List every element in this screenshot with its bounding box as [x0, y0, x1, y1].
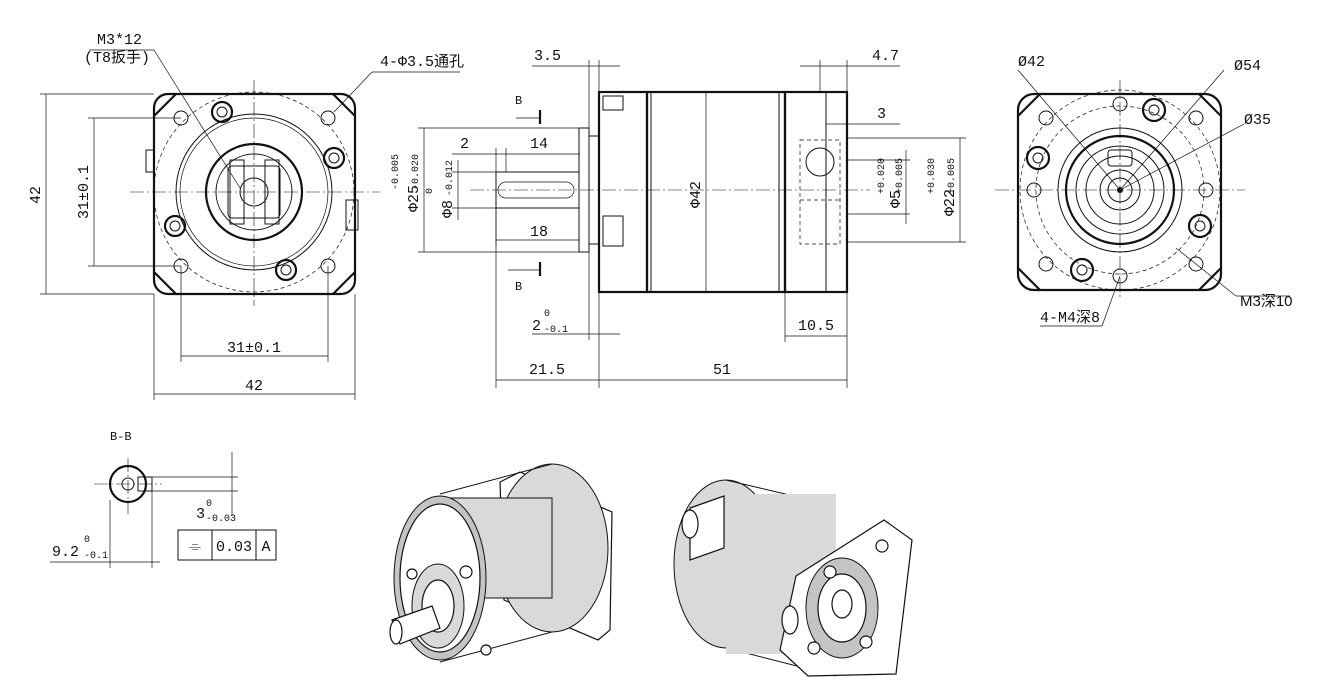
dim-flange-tol-lower: -0.1 [544, 325, 568, 336]
side-view: B B 3.5 4.7 3 2 14 18 Φ25 -0.005 -0.020 [391, 48, 966, 388]
dia-42: Ø42 [1018, 54, 1045, 71]
dim-flange: 2 [532, 318, 541, 335]
callout-m3: M3深10 [1240, 293, 1293, 310]
section-view: B-B 3 0 -0.03 9.2 0 -0.1 ⌯ 0.03 A [50, 430, 277, 568]
dim-3-5: 3.5 [534, 48, 561, 65]
dia-54: Ø54 [1234, 58, 1261, 75]
dim-height: 42 [28, 186, 45, 204]
dia-35: Ø35 [1244, 112, 1271, 129]
dia-bore-tol-upper: +0.020 [877, 158, 888, 194]
dia-bore-tol-lower: +0.005 [895, 158, 906, 194]
dia-shaft-tol-lower: -0.012 [445, 160, 456, 196]
callout-wrench: (T8扳手) [84, 49, 150, 67]
dia-recess-tol-lower: +0.005 [947, 158, 958, 194]
dia-shaft-tol-upper: 0 [425, 188, 436, 194]
front-view: M3*12 (T8扳手) 4-Φ3.5通孔 42 31±0.1 31±0.1 4… [28, 32, 464, 400]
key-dim: 3 [196, 506, 205, 523]
dim-4-7: 4.7 [872, 48, 899, 65]
callout-m4: 4-M4深8 [1040, 309, 1100, 327]
flat-dim-tol-upper: 0 [84, 535, 90, 546]
dim-14: 14 [530, 136, 548, 153]
section-title: B-B [110, 430, 132, 444]
callout-screw: M3*12 [97, 32, 142, 49]
dim-51: 51 [713, 362, 731, 379]
dia-body: Φ42 [688, 181, 705, 208]
dim-2: 2 [460, 136, 469, 153]
dia-pilot: Φ25 [406, 185, 423, 212]
key-dim-tol-lower: -0.03 [206, 514, 236, 525]
isometric-view-shaft-side [389, 463, 613, 663]
section-b-top: B [515, 94, 522, 108]
tolerance-symbol: ⌯ [189, 539, 201, 556]
dim-18: 18 [530, 224, 548, 241]
dim-pitch-horizontal: 31±0.1 [227, 340, 281, 357]
dim-width: 42 [245, 378, 263, 395]
dia-recess: Φ22 [942, 189, 959, 216]
key-dim-tol-upper: 0 [206, 499, 212, 510]
flat-dim: 9.2 [52, 544, 79, 561]
flat-dim-tol-lower: -0.1 [84, 551, 108, 562]
dia-pilot-tol-upper: -0.005 [391, 154, 402, 190]
tolerance-value: 0.03 [216, 539, 252, 556]
dim-21-5: 21.5 [529, 362, 565, 379]
callout-holes: 4-Φ3.5通孔 [380, 53, 464, 71]
dim-3: 3 [877, 106, 886, 123]
dim-pitch-vertical: 31±0.1 [76, 165, 93, 219]
dim-flange-tol-upper: 0 [544, 309, 550, 320]
section-b-bottom: B [515, 280, 522, 294]
isometric-view-input-side [673, 479, 913, 677]
dia-pilot-tol-lower: -0.020 [411, 154, 422, 190]
dia-shaft: Φ8 [440, 200, 457, 218]
rear-view: Ø42 Ø54 Ø35 M3深10 4-M4深8 [995, 54, 1293, 327]
dia-recess-tol-upper: +0.030 [927, 158, 938, 194]
dim-10-5: 10.5 [798, 318, 834, 335]
tolerance-datum: A [261, 539, 270, 556]
dia-bore: Φ5 [888, 190, 905, 208]
